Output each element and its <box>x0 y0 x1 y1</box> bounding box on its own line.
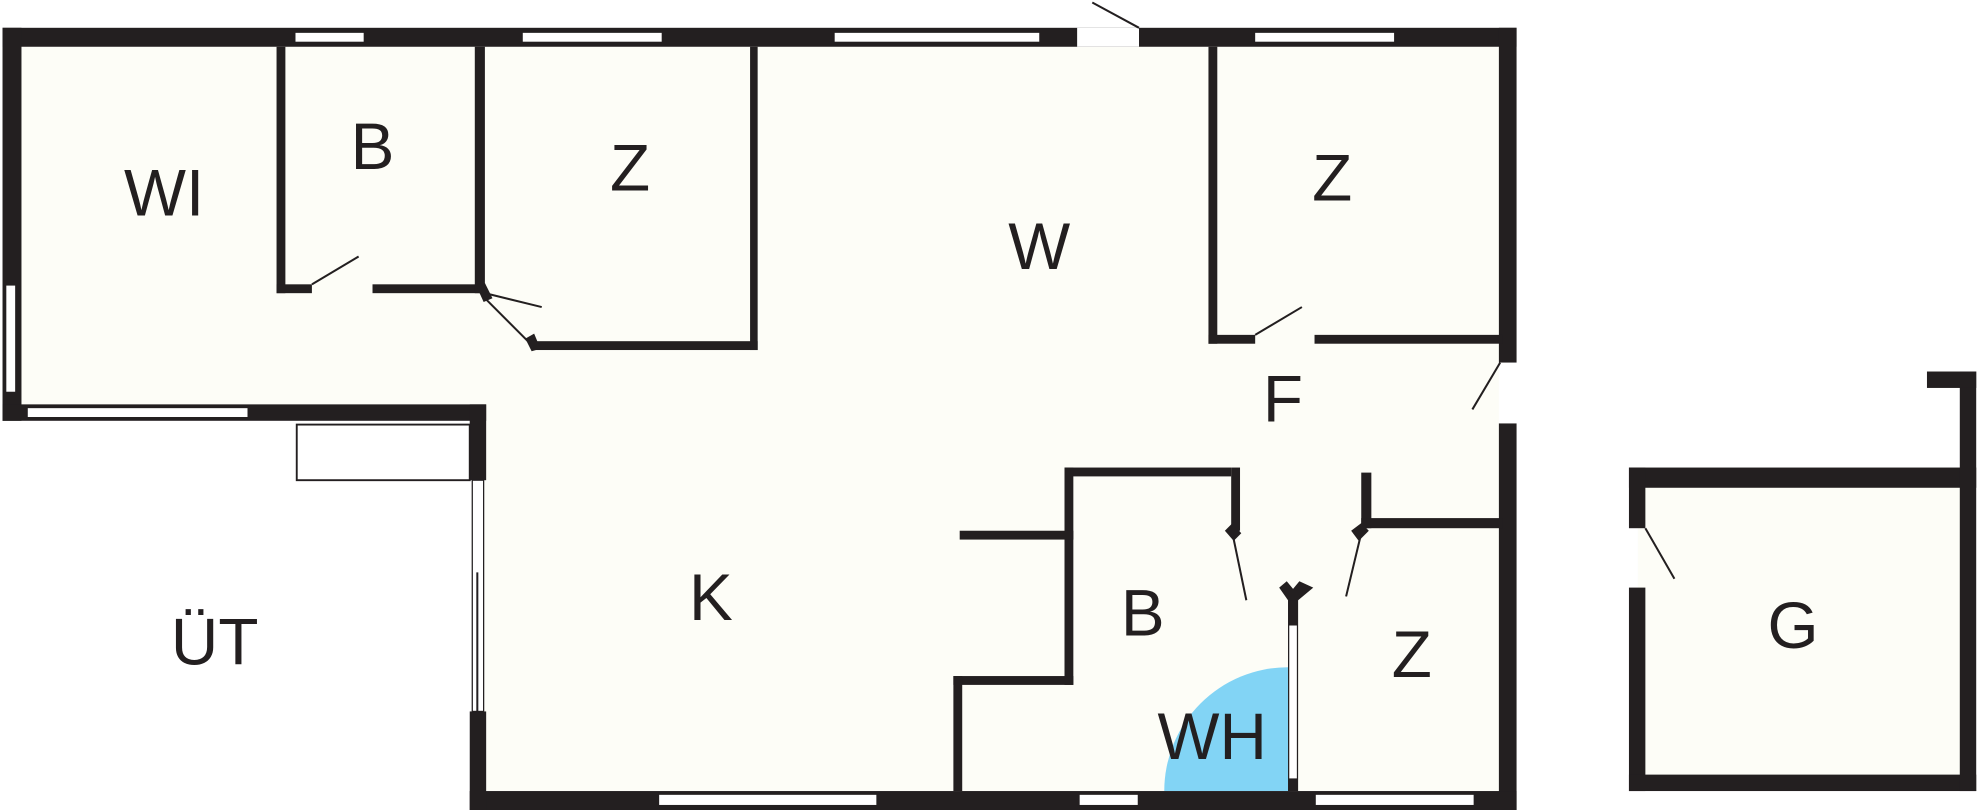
floors <box>12 37 1967 800</box>
room-label-f: F <box>1263 363 1303 436</box>
wet-area <box>1164 667 1289 792</box>
room-label-k: K <box>689 561 733 634</box>
room-label-w: W <box>1008 210 1070 283</box>
room-label-b-bottom: B <box>1121 576 1165 649</box>
room-labels: WI B Z W Z F K ÜT B Z G WH <box>124 110 1819 773</box>
room-label-ut: ÜT <box>171 605 259 678</box>
door-swings <box>311 1 1676 712</box>
room-label-wh: WH <box>1158 700 1267 773</box>
room-label-z-top-right: Z <box>1312 142 1352 215</box>
room-label-z-top-left: Z <box>610 131 650 204</box>
room-label-wi: WI <box>124 157 204 230</box>
room-label-b-top: B <box>351 110 395 183</box>
room-label-z-bottom: Z <box>1392 618 1432 691</box>
room-label-g: G <box>1768 589 1819 662</box>
